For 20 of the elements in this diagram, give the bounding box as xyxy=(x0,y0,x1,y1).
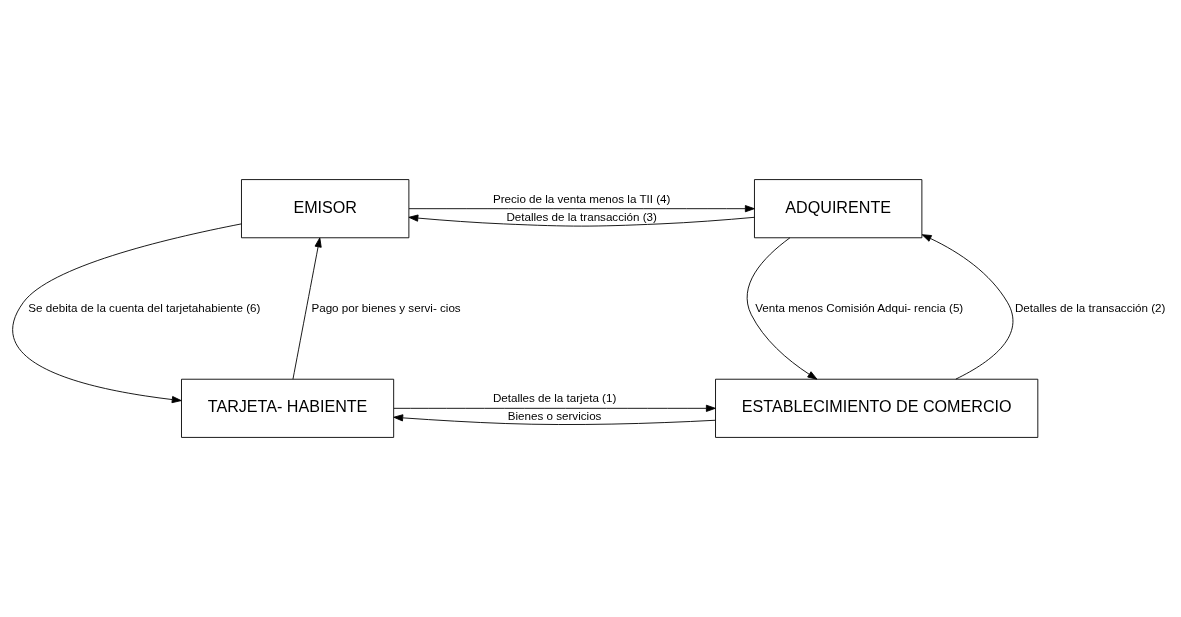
edge-label: Se debita de la cuenta del tarjetahabiente (6) xyxy=(28,300,261,314)
arrow xyxy=(408,205,755,213)
arrow xyxy=(292,237,322,380)
edge-label: Precio de la venta menos la TII (4) xyxy=(492,191,671,205)
arrow xyxy=(921,234,1014,380)
node-box: ADQUIRENTE xyxy=(754,179,923,239)
edge-label: Detalles de la transacción (3) xyxy=(506,209,657,223)
edge-label: Venta menos Comisión Adqui- rencia (5) xyxy=(755,300,964,314)
arrow xyxy=(408,214,755,227)
node-box: ESTABLECIMIENTO DE COMERCIO xyxy=(715,378,1039,438)
arrow xyxy=(12,223,242,404)
node-box: EMISOR xyxy=(241,179,410,239)
arrow xyxy=(393,414,716,425)
node-box: TARJETA- HABIENTE xyxy=(181,378,395,438)
edge-label: Detalles de la tarjeta (1) xyxy=(492,391,617,405)
edge-label: Bienes o servicios xyxy=(507,409,602,423)
arrow xyxy=(393,404,716,412)
edge-label: Pago por bienes y servi- cios xyxy=(311,300,461,314)
edge-label: Detalles de la transacción (2) xyxy=(1014,300,1166,314)
arrow xyxy=(746,237,818,380)
